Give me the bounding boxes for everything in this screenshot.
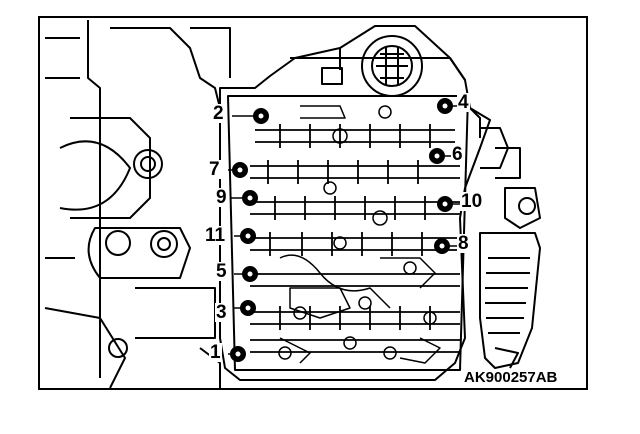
- callout-9: 9: [215, 187, 228, 208]
- callout-11: 11: [204, 225, 227, 246]
- callout-1: 1: [209, 342, 222, 363]
- transmission-case-left: [44, 20, 231, 388]
- right-side-sensor: [469, 107, 541, 369]
- oil-strainer: [321, 35, 423, 97]
- callout-8: 8: [457, 233, 470, 254]
- transmission-valve-body-drawing: [44, 20, 541, 388]
- callout-4: 4: [457, 92, 470, 113]
- bolt-highlights: [235, 103, 448, 357]
- valve-body-channels: [278, 105, 441, 364]
- figure-code: AK900257AB: [462, 369, 560, 386]
- callout-5: 5: [215, 261, 228, 282]
- illustration-frame: [38, 16, 588, 390]
- callout-2: 2: [212, 103, 225, 124]
- valve-body-bolts: [230, 98, 453, 362]
- callout-6: 6: [451, 144, 464, 165]
- callout-7: 7: [208, 159, 221, 180]
- callout-3: 3: [215, 302, 228, 323]
- callout-10: 10: [460, 191, 484, 212]
- valve-spools: [250, 124, 460, 353]
